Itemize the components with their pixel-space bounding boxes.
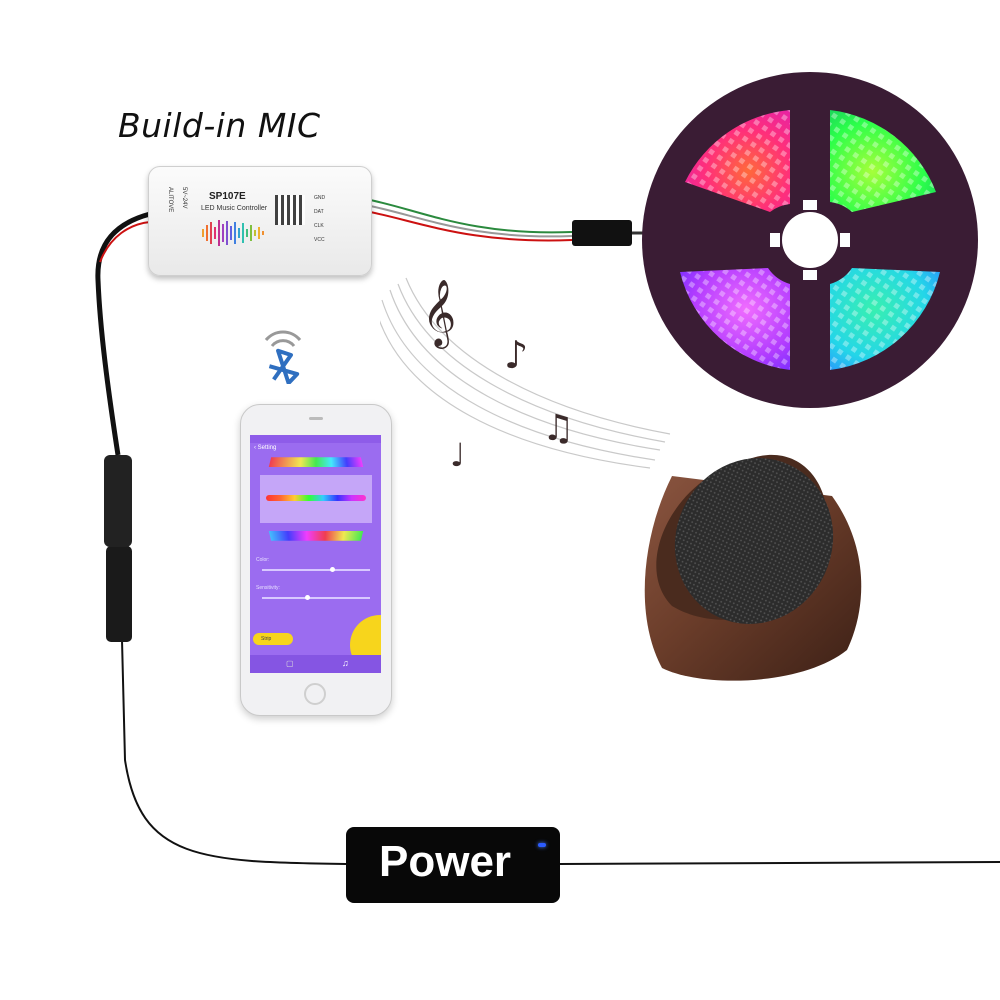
- pin-label-gnd: GND: [314, 195, 326, 201]
- dc-plug-lower: [106, 546, 132, 642]
- controller-subtitle: LED Music Controller: [201, 205, 268, 212]
- smartphone: ‹ Setting Color: Sensitivity: Strip ▢ ♫: [240, 404, 392, 716]
- color-slider-knob[interactable]: [330, 567, 336, 572]
- power-adapter-box: Power: [346, 827, 560, 903]
- music-notes-graphic: 𝄞 ♪ ♫ ♩: [380, 277, 671, 474]
- led-strip-reel: [642, 72, 978, 408]
- power-indicator-led: [538, 843, 546, 847]
- speaker-grille: [674, 458, 834, 624]
- tab-home-icon[interactable]: ▢: [286, 659, 294, 668]
- music-controller-device: ALITOVE 5V~24V SP107E LED Music Controll…: [148, 166, 372, 276]
- controller-model: SP107E: [209, 191, 246, 202]
- dc-plug-upper: [104, 455, 132, 547]
- effect-preview-bottom[interactable]: [268, 530, 364, 541]
- pin-label-dat: DAT: [314, 209, 324, 215]
- sensitivity-slider-knob[interactable]: [305, 595, 311, 600]
- qr-code-icon: [275, 195, 305, 225]
- phone-speaker: [309, 417, 323, 420]
- beamed-notes-icon: ♫: [542, 408, 574, 449]
- effect-preview-selected[interactable]: [260, 475, 372, 523]
- power-cable-right: [559, 861, 1000, 865]
- sensitivity-slider[interactable]: [262, 595, 370, 600]
- eighth-note-icon: ♪: [504, 333, 528, 377]
- strip-connector: [572, 220, 632, 246]
- controller-cable: [95, 211, 151, 456]
- pin-label-vcc: VCC: [314, 237, 325, 243]
- power-label: Power: [379, 837, 512, 886]
- controller-voltage: 5V~24V: [181, 187, 187, 209]
- setting-header[interactable]: ‹ Setting: [254, 445, 277, 451]
- setting-header-label: Setting: [257, 445, 277, 451]
- strip-cable: [369, 199, 573, 234]
- effect-preview-top[interactable]: [268, 457, 364, 468]
- strip-button[interactable]: Strip: [253, 633, 293, 645]
- power-cable-left: [121, 639, 347, 865]
- home-button[interactable]: [304, 683, 326, 705]
- color-label: Color:: [256, 557, 270, 563]
- bluetooth-icon: [264, 330, 302, 384]
- sound-wave-graphic: [202, 220, 264, 246]
- mic-caption: Build-in MIC: [118, 106, 321, 145]
- tab-music-icon[interactable]: ♫: [342, 658, 349, 668]
- sensitivity-label: Sensitivity:: [256, 585, 280, 591]
- phone-status-bar: [250, 435, 381, 443]
- phone-tab-bar: ▢ ♫: [250, 655, 381, 673]
- treble-clef-icon: 𝄞: [422, 278, 456, 349]
- wooden-speaker: [644, 454, 862, 681]
- controller-brand: ALITOVE: [167, 187, 173, 213]
- phone-app-screen: ‹ Setting Color: Sensitivity: Strip ▢ ♫: [250, 435, 381, 673]
- color-slider[interactable]: [262, 567, 370, 572]
- quarter-note-icon: ♩: [450, 436, 465, 474]
- pin-label-clk: CLK: [314, 223, 324, 229]
